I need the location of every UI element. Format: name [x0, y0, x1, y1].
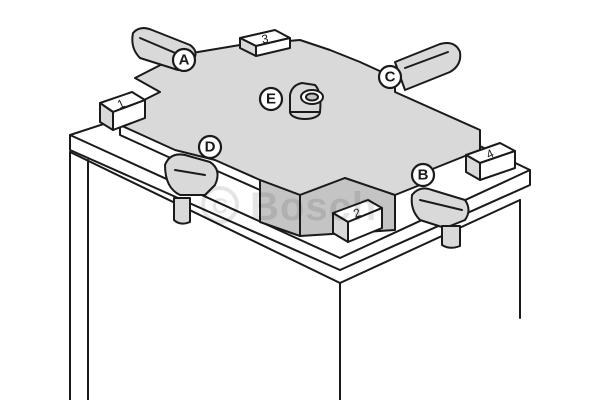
watermark: C Bosch: [201, 185, 377, 229]
handle-d: [164, 153, 219, 225]
svg-text:C: C: [212, 194, 228, 219]
callout-c-label: C: [385, 69, 396, 86]
callout-e-label: E: [266, 91, 276, 108]
callout-d: D: [197, 134, 223, 160]
vent-plug: [289, 82, 324, 120]
handle-c: [394, 42, 462, 91]
terminal-2: 2: [332, 199, 383, 243]
callout-a: A: [171, 47, 197, 73]
copyright-symbol: [201, 186, 239, 224]
terminal-3: 3: [239, 29, 291, 57]
terminal-2-label: 2: [351, 205, 362, 221]
callout-e: E: [258, 86, 284, 112]
callout-c: C: [377, 64, 403, 90]
terminal-3-label: 3: [260, 31, 269, 46]
terminal-1: 1: [99, 91, 146, 131]
callout-b: B: [410, 162, 436, 188]
terminal-4: 4: [465, 142, 516, 181]
callout-d-label: D: [205, 139, 216, 156]
callout-b-label: B: [418, 167, 429, 184]
handle-b: [410, 187, 470, 249]
callout-a-label: A: [179, 52, 190, 69]
watermark-text: Bosch: [250, 185, 377, 229]
